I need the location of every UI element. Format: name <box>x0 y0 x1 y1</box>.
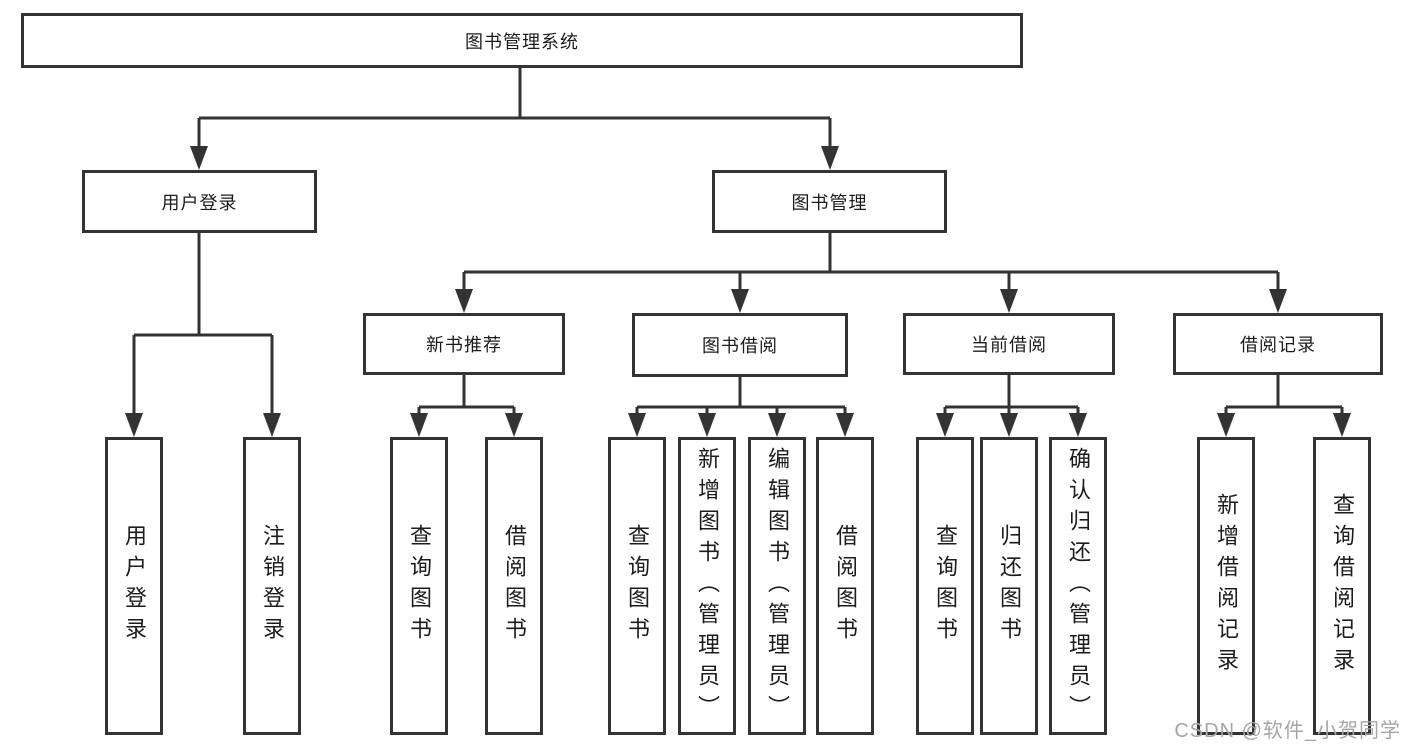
leaf-borrow-books-2: 借阅图书 <box>816 437 874 735</box>
leaf-logout-label: 注销登录 <box>260 524 285 648</box>
node-user-login-label: 用户登录 <box>161 192 238 213</box>
leaf-borrow-books-1-label: 借阅图书 <box>502 524 527 648</box>
leaf-add-borrow-record-label: 新增借阅记录 <box>1214 493 1239 679</box>
leaf-query-books-2-label: 查询图书 <box>625 524 650 648</box>
leaf-user-login: 用户登录 <box>105 437 163 735</box>
leaf-return-books-label: 归还图书 <box>997 524 1022 648</box>
leaf-query-books-1: 查询图书 <box>390 437 448 735</box>
node-root-label: 图书管理系统 <box>465 31 579 52</box>
node-current-borrow: 当前借阅 <box>903 313 1115 375</box>
node-new-book-recommend-label: 新书推荐 <box>426 335 502 355</box>
node-new-book-recommend: 新书推荐 <box>363 313 565 375</box>
leaf-add-borrow-record: 新增借阅记录 <box>1197 437 1255 735</box>
leaf-confirm-return-admin-label: 确认归还（管理员） <box>1066 446 1091 726</box>
leaf-query-books-3: 查询图书 <box>916 437 974 735</box>
leaf-logout: 注销登录 <box>243 437 301 735</box>
csdn-watermark: CSDN @软件_小贺同学 <box>1174 720 1401 742</box>
leaf-query-borrow-record-label: 查询借阅记录 <box>1330 493 1355 679</box>
leaf-query-books-3-label: 查询图书 <box>933 524 958 648</box>
node-book-management-label: 图书管理 <box>791 192 868 213</box>
leaf-edit-books-admin-label: 编辑图书（管理员） <box>765 446 790 726</box>
leaf-borrow-books-2-label: 借阅图书 <box>833 524 858 648</box>
leaf-query-books-2: 查询图书 <box>608 437 666 735</box>
node-borrow-record-label: 借阅记录 <box>1240 335 1316 355</box>
node-book-borrow-label: 图书借阅 <box>702 336 778 356</box>
node-borrow-record: 借阅记录 <box>1173 313 1383 375</box>
leaf-confirm-return-admin: 确认归还（管理员） <box>1049 437 1107 735</box>
leaf-add-books-admin: 新增图书（管理员） <box>678 437 736 735</box>
leaf-query-borrow-record: 查询借阅记录 <box>1313 437 1371 735</box>
leaf-edit-books-admin: 编辑图书（管理员） <box>748 437 806 735</box>
node-current-borrow-label: 当前借阅 <box>971 335 1047 355</box>
node-root: 图书管理系统 <box>21 13 1023 68</box>
leaf-query-books-1-label: 查询图书 <box>407 524 432 648</box>
node-book-management: 图书管理 <box>712 170 947 233</box>
node-book-borrow: 图书借阅 <box>632 313 848 377</box>
leaf-user-login-label: 用户登录 <box>122 524 147 648</box>
leaf-borrow-books-1: 借阅图书 <box>485 437 543 735</box>
leaf-return-books: 归还图书 <box>980 437 1038 735</box>
leaf-add-books-admin-label: 新增图书（管理员） <box>695 446 720 726</box>
node-user-login: 用户登录 <box>82 170 317 233</box>
